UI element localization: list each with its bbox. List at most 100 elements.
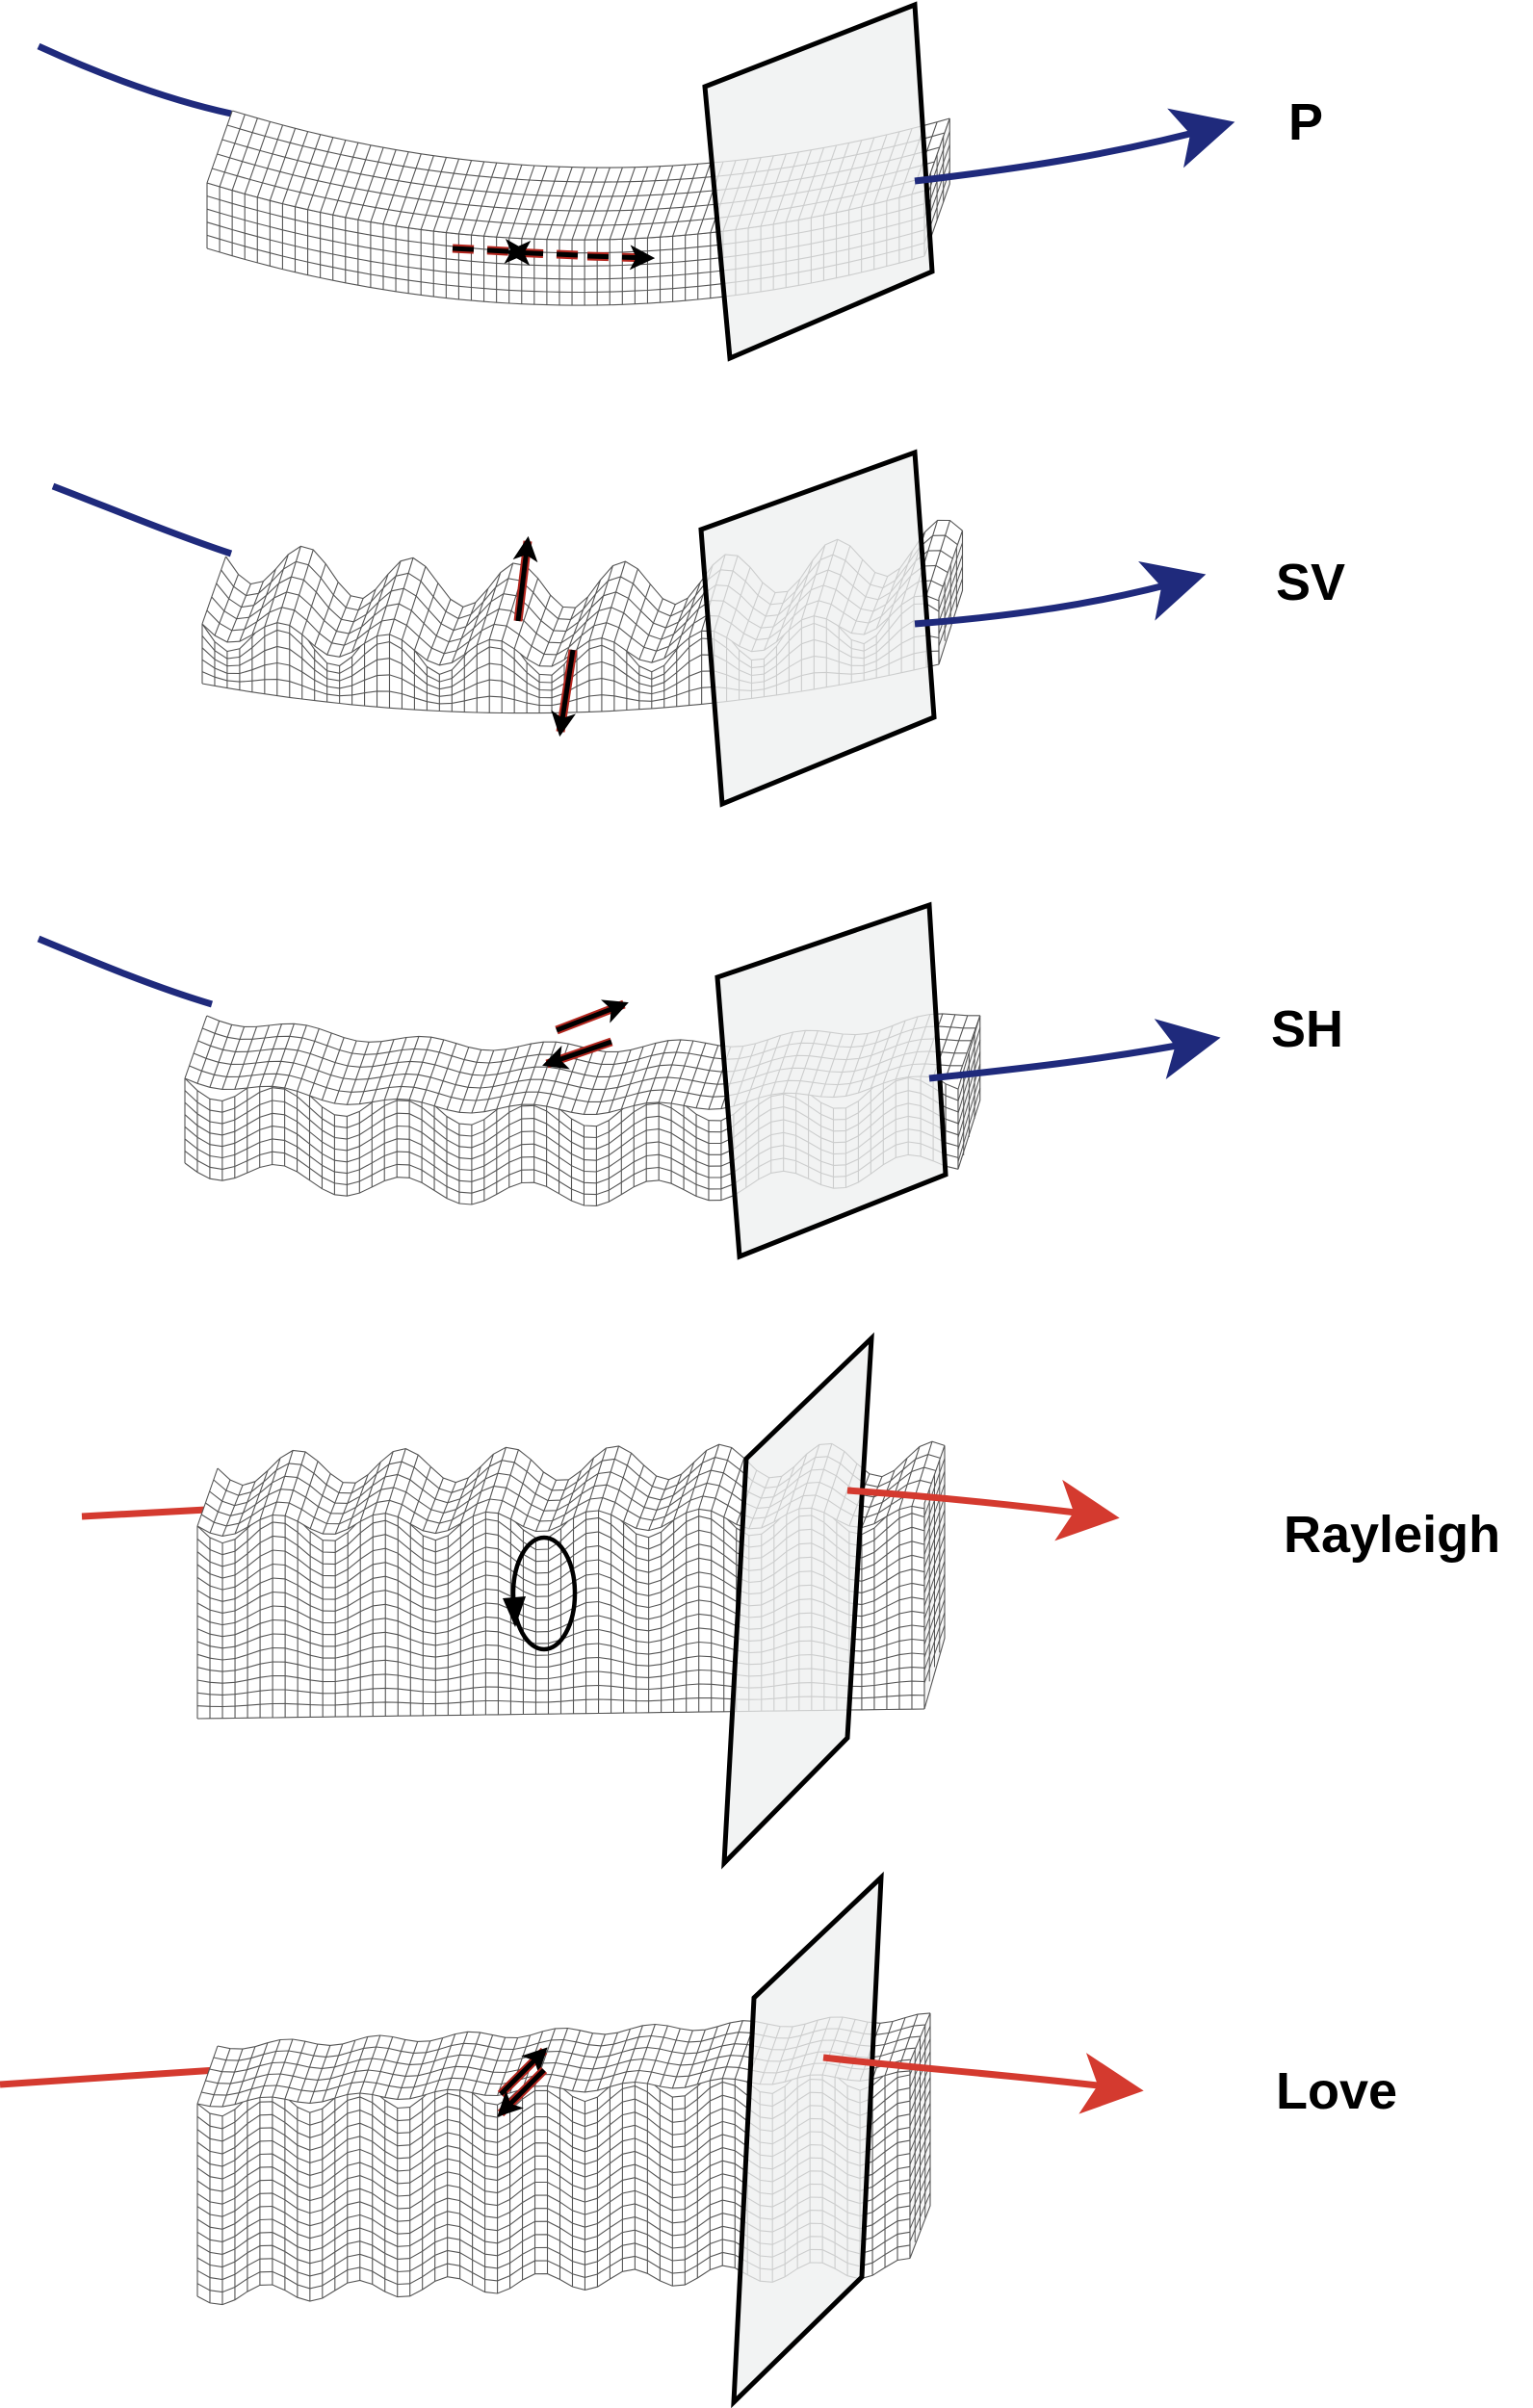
mesh-column xyxy=(377,560,402,636)
mesh-column xyxy=(351,588,377,653)
wave-label-sh: SH xyxy=(1271,1000,1343,1058)
wave-label-rayleigh: Rayleigh xyxy=(1284,1506,1500,1564)
mesh-column xyxy=(534,1480,557,1532)
wave-label-love: Love xyxy=(1276,2062,1397,2120)
mesh-column xyxy=(397,1454,419,1517)
mesh-column xyxy=(272,1023,295,1087)
mesh-column xyxy=(382,151,409,224)
mesh-column xyxy=(347,2036,369,2095)
mesh-column xyxy=(314,582,339,647)
mesh-column xyxy=(334,2039,356,2099)
mesh-column xyxy=(297,1028,320,1092)
mesh-column xyxy=(463,588,489,655)
mesh-column xyxy=(521,1042,544,1105)
mesh-column xyxy=(676,582,701,649)
mesh-column xyxy=(522,1471,544,1527)
mesh-column xyxy=(372,1451,394,1515)
mesh-column xyxy=(426,599,452,660)
mesh-column xyxy=(372,2036,394,2095)
mesh-column xyxy=(221,1026,246,1090)
ray-path xyxy=(0,2066,218,2088)
panel-rayleigh: Rayleigh xyxy=(81,1332,1500,1870)
mesh-column xyxy=(584,2033,606,2093)
mesh-column xyxy=(201,556,227,625)
mesh-column xyxy=(497,2037,519,2096)
ray-path xyxy=(914,560,1207,628)
wave-label-p: P xyxy=(1288,93,1323,151)
mesh-column xyxy=(476,572,502,646)
ray-path xyxy=(37,935,214,1008)
mesh-column xyxy=(472,2034,494,2093)
mesh-column xyxy=(521,166,548,239)
particle-motion-arrow xyxy=(505,240,579,266)
mesh-column xyxy=(264,554,289,628)
mesh-column xyxy=(458,1049,482,1113)
mesh-column xyxy=(613,568,638,643)
mesh-column xyxy=(685,163,712,236)
mesh-column xyxy=(345,144,372,218)
mesh-column xyxy=(321,1037,345,1100)
mesh-column xyxy=(547,1479,569,1532)
mesh-column xyxy=(322,2043,344,2103)
mesh-column xyxy=(358,1041,382,1104)
mesh-column xyxy=(196,1021,221,1084)
mesh-column xyxy=(484,2037,507,2096)
mesh-column xyxy=(559,2030,582,2088)
mesh-column xyxy=(609,2029,631,2087)
mesh-column xyxy=(570,1049,594,1113)
mesh-column xyxy=(231,117,258,191)
mesh-column xyxy=(244,121,271,194)
mesh-column xyxy=(496,164,523,238)
mesh-column xyxy=(683,1043,707,1106)
ray-path xyxy=(846,1479,1120,1541)
mesh-column xyxy=(234,1026,258,1090)
wavefront-plane xyxy=(721,1332,874,1870)
mesh-column xyxy=(409,2040,431,2099)
mesh-column xyxy=(259,2039,281,2098)
mesh-column xyxy=(686,1450,708,1514)
mesh-column xyxy=(648,1479,670,1531)
mesh-column xyxy=(646,2025,668,2084)
mesh-column xyxy=(422,1477,444,1531)
mesh-column xyxy=(196,1467,219,1527)
mesh-column xyxy=(508,165,535,239)
mesh-column xyxy=(645,1040,669,1103)
panel-p: P xyxy=(37,1,1323,362)
particle-motion-arrow xyxy=(586,245,656,271)
mesh-column xyxy=(209,1024,233,1088)
mesh-column xyxy=(251,568,276,635)
mesh-column xyxy=(559,1470,583,1526)
mesh-column xyxy=(673,1462,695,1520)
mesh-column xyxy=(661,1473,683,1528)
mesh-column xyxy=(326,595,351,656)
mesh-column xyxy=(272,2038,294,2098)
mesh-column xyxy=(459,1465,481,1524)
particle-motion-arrow xyxy=(497,2068,546,2117)
top-face-fill xyxy=(197,2012,930,2108)
mesh-column xyxy=(672,164,699,237)
mesh-column xyxy=(281,131,309,204)
mesh-column xyxy=(636,1475,658,1529)
mesh-column xyxy=(925,520,951,596)
mesh-column xyxy=(696,2026,718,2085)
mesh-column xyxy=(471,1049,495,1114)
retrograde-orbit xyxy=(510,1535,578,1652)
mesh-column xyxy=(384,2039,406,2098)
mesh-column xyxy=(709,2022,731,2082)
mesh-column xyxy=(646,165,674,239)
mesh-column xyxy=(598,1445,620,1512)
mesh-column xyxy=(588,565,613,641)
mesh-column xyxy=(596,167,623,241)
mesh-column xyxy=(538,607,564,666)
mesh-column xyxy=(571,167,598,241)
mesh-column xyxy=(247,1470,269,1528)
mesh-column xyxy=(861,1476,883,1528)
mesh-column xyxy=(333,1040,357,1104)
mesh-column xyxy=(576,580,602,650)
mesh-column xyxy=(470,162,498,236)
mesh-column xyxy=(397,2041,419,2100)
mesh-column xyxy=(559,167,585,241)
mesh-column xyxy=(294,134,322,207)
panel-love: Love xyxy=(0,1871,1397,2408)
mesh-column xyxy=(459,2032,481,2091)
